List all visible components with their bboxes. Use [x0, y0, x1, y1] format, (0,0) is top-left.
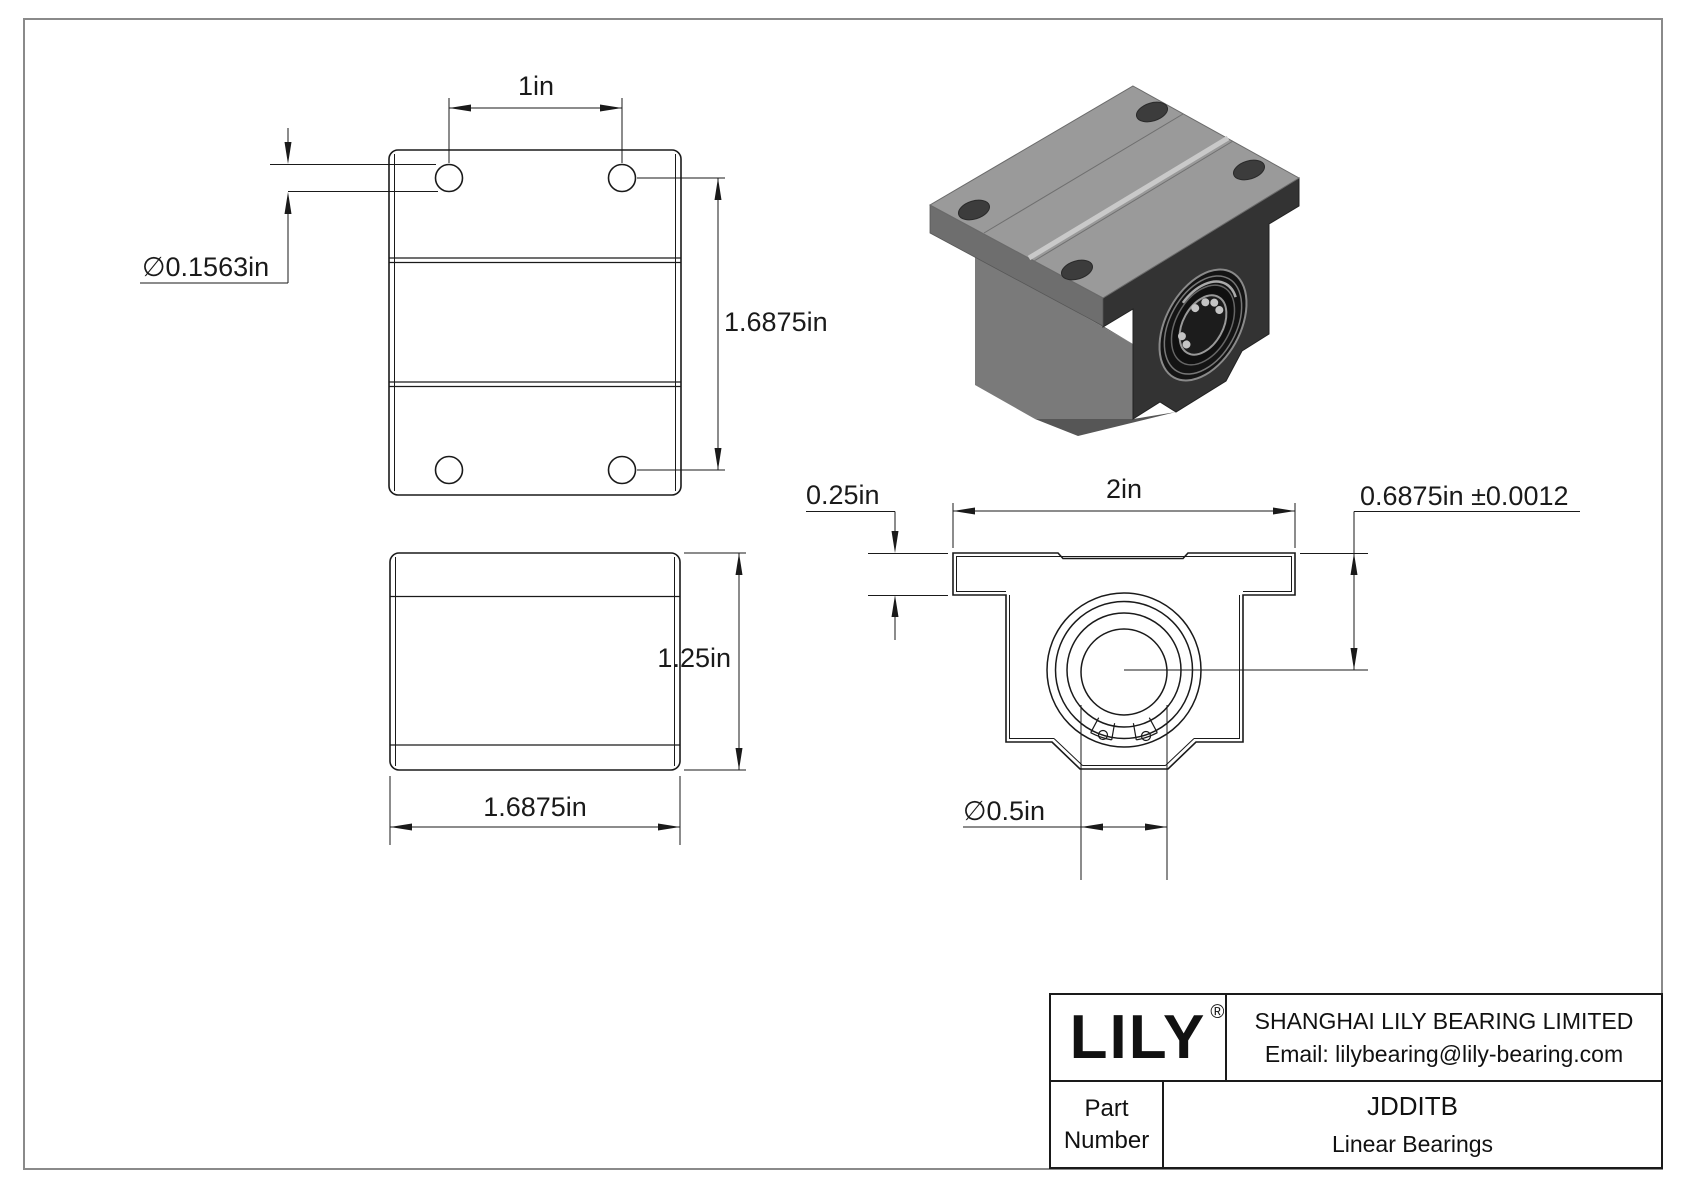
- mount-hole: [607, 163, 637, 193]
- mount-hole: [607, 455, 637, 485]
- lily-logo: LILY®: [1070, 1003, 1225, 1069]
- front-view-center-height-dimension: [1300, 511, 1580, 670]
- front-view-width-dimension: [952, 503, 1296, 548]
- part-number-label: Part Number: [1051, 1082, 1164, 1167]
- bore-circle: [1080, 628, 1168, 716]
- logo-text: LILY: [1069, 1002, 1207, 1072]
- dim-label-side-width: 1.6875in: [483, 792, 587, 822]
- top-view: [388, 149, 682, 496]
- dim-label-hole-spacing: 1in: [518, 71, 554, 101]
- front-view-bore-dimension: [963, 705, 1168, 880]
- registered-mark: ®: [1210, 1001, 1227, 1023]
- company-name: SHANGHAI LILY BEARING LIMITED: [1254, 1007, 1634, 1034]
- part-category: Linear Bearings: [1331, 1131, 1494, 1157]
- top-view-hole-spacing-dimension: [448, 98, 623, 163]
- bearing-balls: [1177, 298, 1224, 349]
- iso-top-face: [928, 85, 1300, 299]
- iso-bore: [1158, 268, 1248, 382]
- top-view-hole-diameter-dimension: [140, 128, 438, 284]
- dim-label-front-width: 2in: [1106, 474, 1142, 504]
- side-view: [389, 552, 681, 771]
- dim-label-center-height: 0.6875in ±0.0012: [1360, 481, 1569, 511]
- dim-label-bore-diameter: ∅0.5in: [963, 796, 1045, 826]
- front-view-flange-dimension: [806, 511, 948, 640]
- top-view-vertical-dimension: [637, 177, 725, 471]
- side-view-height-dimension: [684, 552, 746, 771]
- front-view: [952, 552, 1368, 770]
- part-number-cell: JDDITB Linear Bearings: [1164, 1082, 1661, 1167]
- page-border: [23, 18, 1663, 1170]
- logo-cell: LILY®: [1051, 995, 1227, 1080]
- company-cell: SHANGHAI LILY BEARING LIMITED Email: lil…: [1227, 995, 1661, 1080]
- dim-label-flange-thickness: 0.25in: [806, 480, 880, 510]
- company-email: Email: lilybearing@lily-bearing.com: [1264, 1040, 1624, 1067]
- dim-label-vertical-spacing: 1.6875in: [724, 307, 828, 337]
- part-number-value: JDDITB: [1367, 1091, 1458, 1121]
- isometric-render: [928, 85, 1300, 436]
- iso-top-holes: [957, 101, 1266, 281]
- retaining-ring: [1090, 717, 1158, 742]
- dim-label-side-height: 1.25in: [657, 643, 731, 673]
- mount-hole: [434, 455, 464, 485]
- side-view-width-dimension: [389, 776, 681, 845]
- title-block: LILY® SHANGHAI LILY BEARING LIMITED Emai…: [1049, 993, 1663, 1169]
- mount-hole: [434, 163, 464, 193]
- dim-label-hole-diameter: ∅0.1563in: [142, 252, 269, 282]
